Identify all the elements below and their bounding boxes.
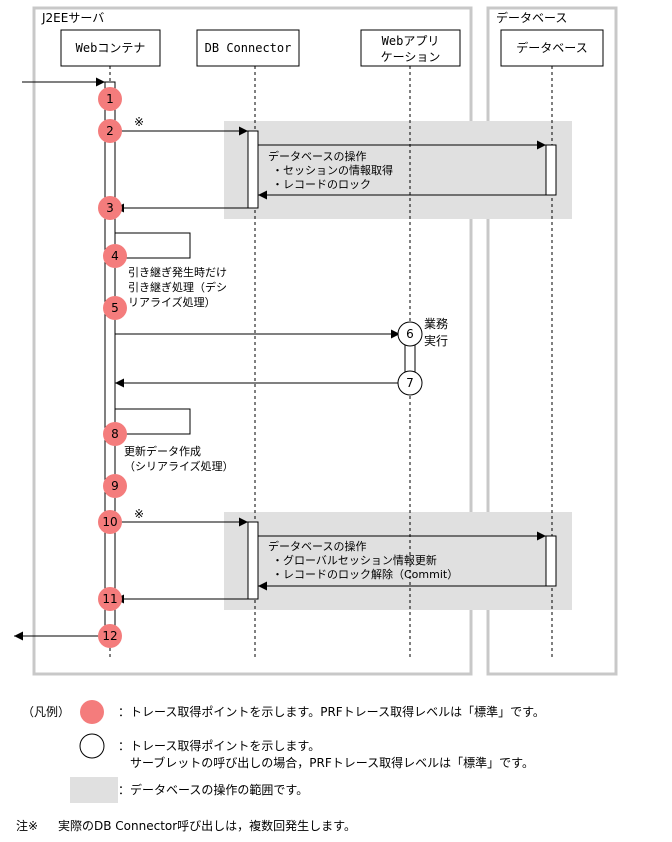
self-call-arrow-2 [115,408,191,439]
trace-point-3: 3 [98,196,122,220]
database-frame-label: データベース [496,10,567,25]
trace-point-8: 8 [103,422,127,446]
legend-gray-area [70,777,118,803]
db-operation-1-title: データベースの操作 [268,149,366,163]
db-connector-activation-1 [247,130,259,209]
web-app-label-1: Webアプリ [382,34,440,48]
legend-label: （凡例） [22,705,70,719]
trace-point-10: 10 [98,510,122,534]
svg-text:11: 11 [102,592,117,606]
footnote-text: 実際のDB Connector呼び出しは，複数回発生します。 [58,818,356,833]
database-activation-1 [545,144,557,196]
handover-note-2: 引き継ぎ処理（デシ [128,280,227,294]
update-note-2: （シリアライズ処理） [124,459,234,473]
db-operation-2-line2: ・レコードのロック解除（Commit） [272,567,458,581]
db-operation-2-line1: ・グローバルセッション情報更新 [272,553,437,567]
legend-gray-desc: ：データベースの操作の範囲です。 [118,782,308,797]
handover-note-3: リアライズ処理） [128,295,216,309]
j2ee-server-frame [32,6,473,676]
web-container-box [60,29,161,67]
footnote-mark: 注※ [16,818,38,833]
web-container-activation [104,81,116,643]
db-operation-area-2 [224,512,572,610]
svg-text:4: 4 [111,249,119,263]
business-note-1: 業務 [424,317,448,331]
self-call-arrow-1 [115,232,191,263]
trace-point-12: 12 [98,624,122,648]
db-operation-2-title: データベースの操作 [268,539,366,553]
legend-red-desc: ：トレース取得ポイントを示します。PRFトレース取得レベルは「標準」です。 [118,704,545,719]
svg-text:7: 7 [406,376,414,390]
legend-white-desc-2: サーブレットの呼び出しの場合，PRFトレース取得レベルは「標準」です。 [130,755,534,770]
trace-point-6: 6 [397,321,423,347]
trace-point-1: 1 [98,87,122,111]
legend-white-point [79,733,105,759]
svg-text:10: 10 [102,515,117,529]
db-operation-area-1 [224,121,572,219]
db-operation-1-line1: ・セッションの情報取得 [272,164,393,177]
trace-point-7: 7 [397,370,423,396]
db-connector-box [196,29,300,67]
db-connector-activation-2 [247,521,259,600]
j2ee-server-label: J2EEサーバ [41,11,104,25]
legend-red-point [80,700,104,724]
legend-white-desc-1: ：トレース取得ポイントを示します。 [118,738,320,753]
db-connector-label: DB Connector [205,41,292,55]
svg-text:5: 5 [111,301,119,315]
trace-point-5: 5 [103,296,127,320]
database-box [500,29,604,67]
svg-text:6: 6 [406,327,414,341]
business-note-2: 実行 [424,333,448,348]
svg-text:8: 8 [111,427,119,441]
handover-note-1: 引き継ぎ発生時だけ [128,265,227,279]
asterisk-note-2: ※ [134,507,144,521]
database-activation-2 [545,535,557,587]
web-app-label-2: ケーション [381,50,441,64]
trace-point-9: 9 [103,474,127,498]
svg-text:3: 3 [106,201,114,215]
svg-text:2: 2 [106,124,114,138]
trace-point-4: 4 [103,244,127,268]
svg-text:12: 12 [102,629,117,643]
web-container-label: Webコンテナ [76,41,146,55]
database-box-label: データベース [516,40,587,55]
asterisk-note-1: ※ [134,115,144,129]
svg-text:9: 9 [111,479,119,493]
update-note-1: 更新データ作成 [124,444,201,458]
trace-point-11: 11 [98,587,122,611]
db-operation-1-line2: ・レコードのロック [272,178,371,191]
trace-point-2: 2 [98,119,122,143]
database-frame [486,6,618,676]
svg-text:1: 1 [106,92,114,106]
